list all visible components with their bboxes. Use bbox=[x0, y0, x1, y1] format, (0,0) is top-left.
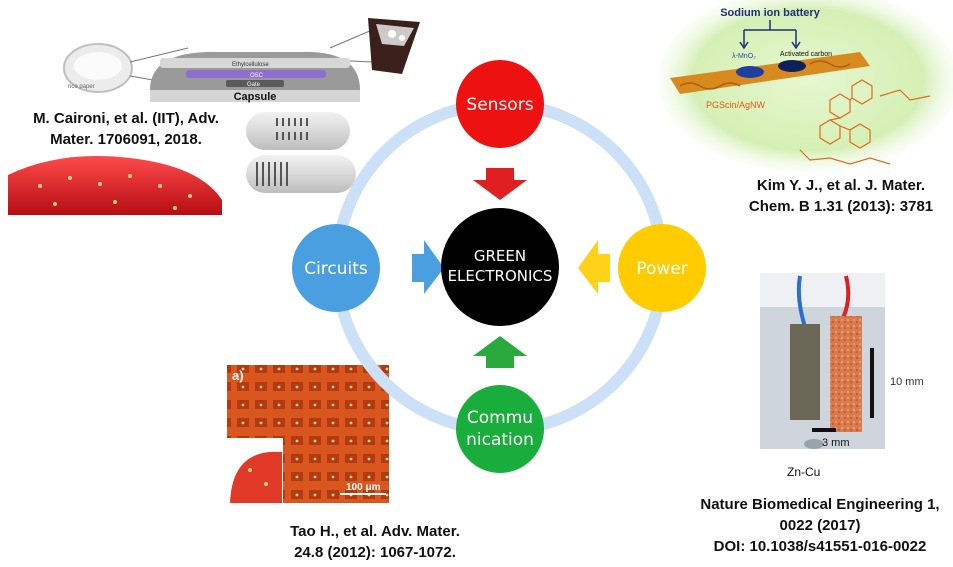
ethylcellulose-label: Ethylcellulose bbox=[232, 62, 269, 68]
communication-label-line2: nication bbox=[466, 430, 534, 450]
zn-cu-battery-photo: 10 mm 3 mm Zn-Cu bbox=[760, 273, 924, 479]
electronic-capsules-photo bbox=[246, 112, 356, 193]
citation-nature-line1: Nature Biomedical Engineering 1, bbox=[700, 496, 940, 513]
gate-label: Gate bbox=[247, 82, 261, 88]
citation-caironi: M. Caironi, et al. (IIT), Adv. Mater. 17… bbox=[8, 108, 244, 150]
citation-kim: Kim Y. J., et al. J. Mater. Chem. B 1.31… bbox=[736, 175, 946, 217]
sodium-battery-illustration: Sodium ion battery λ-MnO₂ Activated carb… bbox=[658, 0, 953, 172]
citation-caironi-line2: Mater. 1706091, 2018. bbox=[50, 131, 202, 148]
scale-10mm-label: 10 mm bbox=[890, 376, 924, 388]
activated-carbon-label: Activated carbon bbox=[780, 51, 832, 58]
power-arrow bbox=[578, 240, 610, 294]
citation-nature-line2: 0022 (2017) bbox=[779, 517, 861, 534]
silk-electronics-photo: a) 100 μm bbox=[227, 365, 389, 503]
sensors-node bbox=[456, 60, 544, 148]
scale-3mm-label: 3 mm bbox=[822, 437, 850, 449]
tao-scale-label: 100 μm bbox=[346, 482, 381, 493]
osc-label: OSC bbox=[250, 73, 264, 79]
sodium-battery-label: Sodium ion battery bbox=[720, 7, 821, 19]
green-electronics-center bbox=[441, 208, 559, 326]
mno2-label: λ-MnO₂ bbox=[732, 53, 756, 60]
capsule-label: Capsule bbox=[234, 91, 277, 103]
sensors-label: Sensors bbox=[466, 95, 533, 115]
citation-caironi-line1: M. Caironi, et al. (IIT), Adv. bbox=[33, 110, 219, 127]
power-label: Power bbox=[636, 259, 687, 279]
citation-tao: Tao H., et al. Adv. Mater. 24.8 (2012): … bbox=[250, 521, 500, 563]
zn-cu-label: Zn-Cu bbox=[787, 465, 820, 479]
circuits-arrow bbox=[412, 240, 444, 294]
pgscin-label: PGScin/AgNW bbox=[706, 100, 766, 110]
dish-label: rice paper bbox=[68, 84, 95, 90]
citation-kim-line2: Chem. B 1.31 (2013): 3781 bbox=[748, 198, 934, 215]
tao-panel-label: a) bbox=[232, 368, 244, 383]
communication-arrow bbox=[473, 336, 527, 368]
citation-tao-line1: Tao H., et al. Adv. Mater. bbox=[290, 523, 460, 540]
communication-node bbox=[456, 385, 544, 473]
communication-label-line1: Commu bbox=[467, 408, 533, 428]
citation-nature-line3: DOI: 10.1038/s41551-016-0022 bbox=[713, 538, 927, 555]
center-label-line1: GREEN bbox=[474, 247, 526, 265]
strawberry-photo bbox=[8, 156, 222, 215]
citation-kim-line1: Kim Y. J., et al. J. Mater. bbox=[756, 177, 926, 194]
capsule-device-illustration: rice paper Ethylcellulose OSC Gate Capsu… bbox=[63, 18, 420, 103]
citation-tao-line2: 24.8 (2012): 1067-1072. bbox=[294, 544, 456, 561]
sensors-arrow bbox=[473, 168, 527, 200]
circuits-node bbox=[292, 224, 380, 312]
circuits-label: Circuits bbox=[304, 259, 368, 279]
citation-nature: Nature Biomedical Engineering 1, 0022 (2… bbox=[690, 494, 950, 557]
power-node bbox=[618, 224, 706, 312]
center-label-line2: ELECTRONICS bbox=[448, 267, 553, 285]
